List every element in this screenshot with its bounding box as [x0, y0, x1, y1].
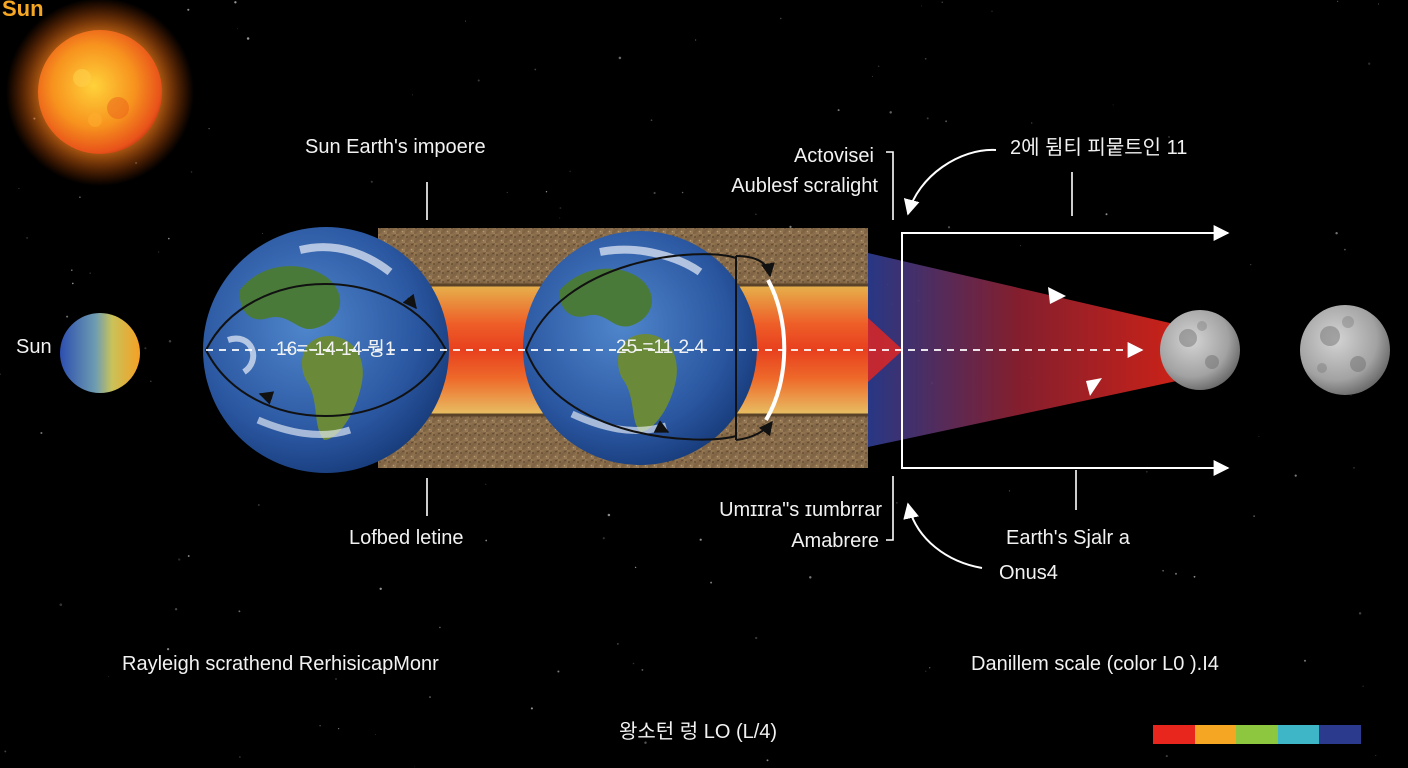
earth2-measure: 25 =11 2 4	[616, 337, 705, 358]
color-scale-swatch-2	[1194, 725, 1237, 744]
color-scale-swatch-4	[1277, 725, 1320, 744]
sun-icon	[6, 0, 194, 186]
bottom-right-label-2: Onus4	[999, 562, 1058, 584]
top-far-right-label: 2에 뒴티 피뭍트인 11	[1010, 137, 1188, 159]
arrow-icon	[903, 502, 983, 569]
arrow-icon	[903, 148, 997, 216]
bottom-mid-label-1: Umɪɪra"s ɪumbrrar	[719, 499, 882, 521]
small-sun-label: Sun	[16, 336, 52, 358]
earth-globe-icon	[523, 231, 787, 465]
color-scale-swatch-3	[1236, 725, 1278, 744]
top-center-label: Sun Earth's impoere	[305, 136, 486, 158]
bottom-mid-label-2: Amabrere	[791, 530, 879, 552]
small-sun-icon	[60, 313, 140, 393]
bottom-left-label: Lofbed letine	[349, 527, 464, 549]
caption-right: Danillem scale (color L0 ).I4	[971, 653, 1219, 675]
sun-title: Sun	[2, 0, 44, 21]
moon-icon	[1300, 305, 1390, 395]
color-scale-swatch-5	[1319, 725, 1361, 744]
caption-left: Rayleigh scrathend RerhisicapMonr	[122, 653, 439, 675]
moon-icon	[1160, 310, 1240, 390]
caption-bottom: 왕소턴 렁 LO (L/4)	[619, 721, 778, 743]
top-right-label-1: Actovisei	[793, 145, 874, 167]
color-scale-swatch-1	[1153, 725, 1195, 744]
earth1-measure: 16=-14 14 뭥1	[276, 339, 396, 360]
color-scale	[1153, 725, 1361, 744]
top-right-label-2: Aublesf scralight	[731, 175, 878, 197]
bottom-right-label-1: Earth's Sjalr a	[1006, 527, 1130, 549]
shadow-cone	[868, 253, 1200, 447]
